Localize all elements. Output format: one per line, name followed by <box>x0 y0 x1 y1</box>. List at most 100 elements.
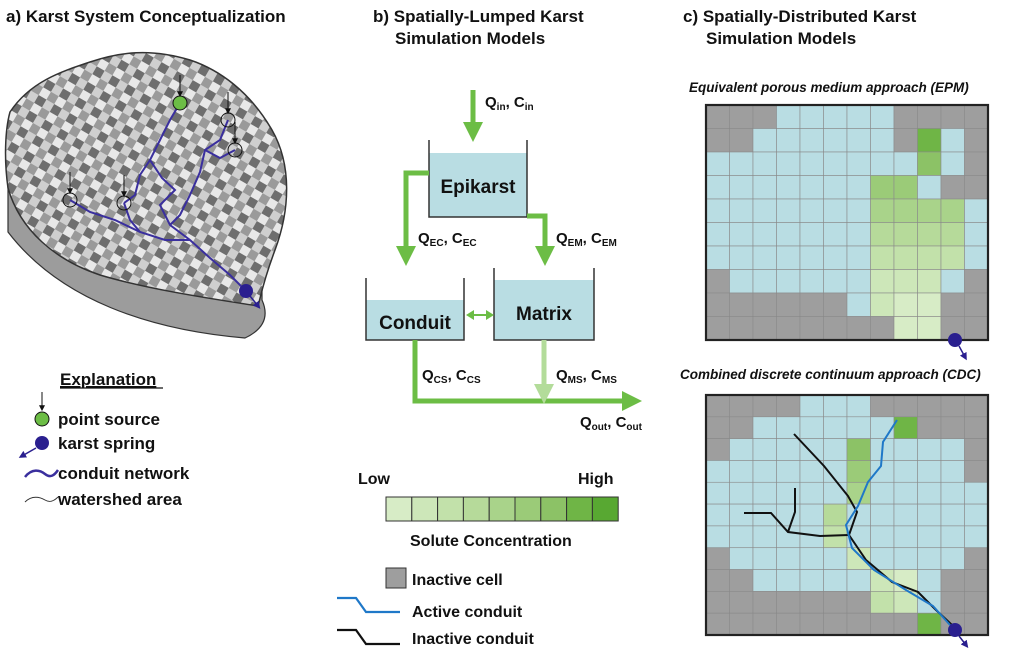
legend-point-source: point source <box>34 392 160 429</box>
grid-cell <box>752 525 777 549</box>
inactive-conduit-main <box>793 433 953 626</box>
grid-cell <box>893 416 918 439</box>
grid-cell <box>893 481 918 505</box>
grid-cell <box>729 151 754 176</box>
grid-cell <box>964 269 989 294</box>
grid-cell <box>705 245 730 270</box>
grid-cell <box>705 416 730 439</box>
grid-cell <box>799 569 824 592</box>
grid-cell <box>846 438 871 461</box>
grid-cell <box>917 394 942 418</box>
grid-cell <box>799 316 824 341</box>
scale-swatch <box>540 496 568 522</box>
grid-cell <box>823 569 848 592</box>
grid-cell <box>917 104 942 129</box>
grid-cell <box>846 104 871 129</box>
grid-cell <box>799 460 824 483</box>
grid-cell <box>729 222 754 247</box>
conduit-label: Conduit <box>379 313 451 334</box>
grid-cell <box>823 547 848 570</box>
grid-cell <box>776 460 801 483</box>
grid-cell <box>917 416 942 439</box>
grid-cell <box>964 292 989 317</box>
grid-cell <box>870 128 895 153</box>
grid-cell <box>893 104 918 129</box>
grid-cell <box>729 547 754 570</box>
watershed-area-icon <box>24 496 59 503</box>
grid-cell <box>752 198 777 223</box>
epm-spring <box>948 333 962 347</box>
grid-cell <box>917 316 942 341</box>
grid-cell <box>917 128 942 153</box>
grid-cell <box>964 503 989 527</box>
epikarst-label: Epikarst <box>441 177 517 198</box>
grid-cell <box>893 525 918 549</box>
grid-cell <box>705 503 730 527</box>
grid-cell <box>917 612 942 636</box>
cdc-title: Combined discrete continuum approach (CD… <box>680 367 981 382</box>
point-source <box>62 192 78 208</box>
arrow-conduit-outflow <box>412 340 642 411</box>
grid-cell <box>729 416 754 439</box>
point-source <box>116 195 132 211</box>
grid-cell <box>705 269 730 294</box>
grid-cell <box>870 269 895 294</box>
grid-cell <box>846 175 871 200</box>
grid-cell <box>964 591 989 614</box>
grid-cell <box>705 292 730 317</box>
grid-cell <box>940 269 965 294</box>
grid-cell <box>964 612 989 636</box>
grid-cell <box>964 128 989 153</box>
grid-cell <box>705 612 730 636</box>
grid-cell <box>893 269 918 294</box>
grid-cell <box>705 525 730 549</box>
grid-cell <box>776 104 801 129</box>
grid-cell <box>823 503 848 527</box>
svg-text:QEC, CEC: QEC, CEC <box>418 230 477 249</box>
epm-title: Equivalent porous medium approach (EPM) <box>689 80 969 95</box>
grid-cell <box>752 416 777 439</box>
grid-cell <box>823 438 848 461</box>
grid-cell <box>893 394 918 418</box>
grid-cell <box>776 591 801 614</box>
grid-cell <box>752 292 777 317</box>
grid-cell <box>776 292 801 317</box>
svg-text:QCS, CCS: QCS, CCS <box>422 367 481 386</box>
grid-cell <box>776 481 801 505</box>
grid-cell <box>823 612 848 636</box>
epikarst-reservoir: Epikarst <box>428 140 528 218</box>
legend-inactive-cell: Inactive cell <box>412 572 503 589</box>
grid-cell <box>940 569 965 592</box>
flux-cs-label: QCS, CCS <box>422 367 481 386</box>
grid-cell <box>729 292 754 317</box>
grid-cell <box>799 547 824 570</box>
grid-cell <box>846 591 871 614</box>
grid-cell <box>846 292 871 317</box>
grid-cell <box>846 316 871 341</box>
grid-cell <box>964 151 989 176</box>
panel-c-title-line2: Simulation Models <box>706 29 856 48</box>
legend-label: karst spring <box>58 434 155 453</box>
grid-cell <box>776 438 801 461</box>
legend-active-conduit: Active conduit <box>412 604 523 621</box>
grid-cell <box>940 222 965 247</box>
grid-cell <box>846 569 871 592</box>
grid-cell <box>870 104 895 129</box>
grid-cell <box>776 198 801 223</box>
grid-cell <box>799 416 824 439</box>
grid-cell <box>776 128 801 153</box>
grid-cell <box>940 481 965 505</box>
grid-cell <box>823 269 848 294</box>
grid-cell <box>893 547 918 570</box>
scale-swatch <box>566 496 593 522</box>
grid-cell <box>705 394 730 418</box>
grid-cell <box>705 481 730 505</box>
grid-cell <box>729 569 754 592</box>
grid-cell <box>870 460 895 483</box>
grid-cell <box>917 525 942 549</box>
scale-swatch <box>462 496 490 522</box>
grid-cell <box>799 481 824 505</box>
grid-cell <box>964 547 989 570</box>
grid-cell <box>846 416 871 439</box>
scale-swatch <box>514 496 542 522</box>
